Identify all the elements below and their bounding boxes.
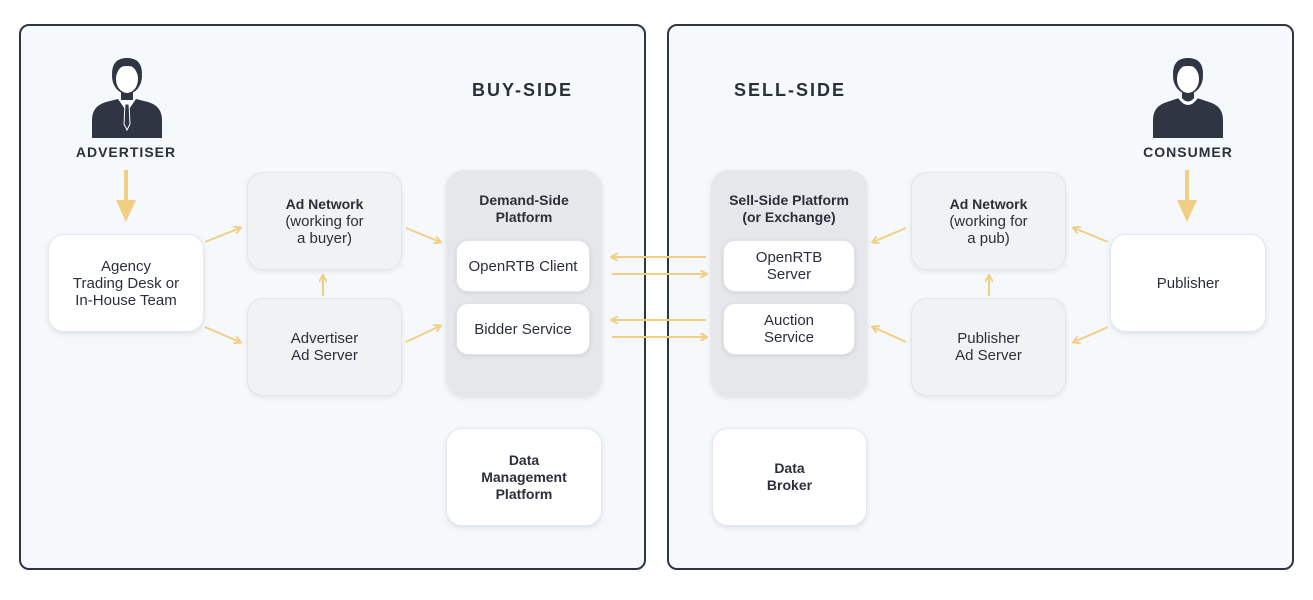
auction-service-box: Auction Service	[723, 303, 855, 355]
publisher-label: Publisher	[1156, 274, 1220, 292]
bidder-service-box: Bidder Service	[456, 303, 590, 355]
demand-side-platform-box: Demand-Side Platform OpenRTB Client Bidd…	[446, 170, 602, 396]
adnetwork-to-dsp-arrow	[405, 227, 440, 242]
adserver-to-dsp-arrow	[405, 326, 440, 343]
pub-adserver-to-ssp-arrow	[873, 327, 907, 343]
publisher-ad-server-box: Publisher Ad Server	[911, 298, 1066, 396]
dsp-title: Demand-Side Platform	[479, 192, 569, 225]
auction-service-label: Auction Service	[763, 312, 815, 346]
sell-side-platform-box: Sell-Side Platform (or Exchange) OpenRTB…	[711, 170, 867, 396]
pub-adnetwork-to-ssp-arrow	[873, 227, 907, 242]
ssp-title: Sell-Side Platform (or Exchange)	[729, 192, 849, 225]
person-in-sweater-icon	[1153, 58, 1223, 138]
openrtb-server-label: OpenRTB Server	[755, 249, 823, 283]
ad-network-buyer-title: Ad Network	[285, 195, 364, 212]
advertiser-label: ADVERTISER	[75, 144, 177, 160]
ad-network-pub-subtitle: (working for a pub)	[949, 212, 1028, 247]
agency-to-adnetwork-arrow	[204, 228, 240, 243]
data-broker-box: Data Broker	[712, 428, 867, 526]
publisher-to-pub-adserver-arrow	[1074, 326, 1109, 342]
agency-to-adserver-arrow	[204, 326, 240, 342]
ad-network-pub-title: Ad Network	[949, 195, 1028, 212]
data-management-platform-box: Data Management Platform	[446, 428, 602, 526]
advertiser-ad-server-label: Advertiser Ad Server	[290, 330, 359, 364]
dmp-label: Data Management Platform	[481, 451, 567, 502]
bidder-service-label: Bidder Service	[474, 320, 572, 338]
consumer-label: CONSUMER	[1143, 144, 1233, 160]
openrtb-client-label: OpenRTB Client	[468, 257, 578, 275]
ad-network-pub-box: Ad Network (working for a pub)	[911, 172, 1066, 270]
buy-side-title: BUY-SIDE	[472, 80, 574, 100]
ad-network-buyer-box: Ad Network (working for a buyer)	[247, 172, 402, 270]
data-broker-label: Data Broker	[766, 460, 813, 493]
person-in-suit-icon	[92, 58, 162, 138]
ad-network-buyer-subtitle: (working for a buyer)	[285, 212, 364, 247]
advertiser-ad-server-box: Advertiser Ad Server	[247, 298, 402, 396]
publisher-ad-server-label: Publisher Ad Server	[955, 330, 1022, 364]
openrtb-server-box: OpenRTB Server	[723, 240, 855, 292]
publisher-to-pub-adnetwork-arrow	[1074, 228, 1109, 243]
sell-side-title: SELL-SIDE	[734, 80, 847, 100]
publisher-box: Publisher	[1110, 234, 1266, 332]
agency-box: Agency Trading Desk or In-House Team	[48, 234, 204, 332]
agency-label: Agency Trading Desk or In-House Team	[72, 257, 180, 309]
openrtb-client-box: OpenRTB Client	[456, 240, 590, 292]
